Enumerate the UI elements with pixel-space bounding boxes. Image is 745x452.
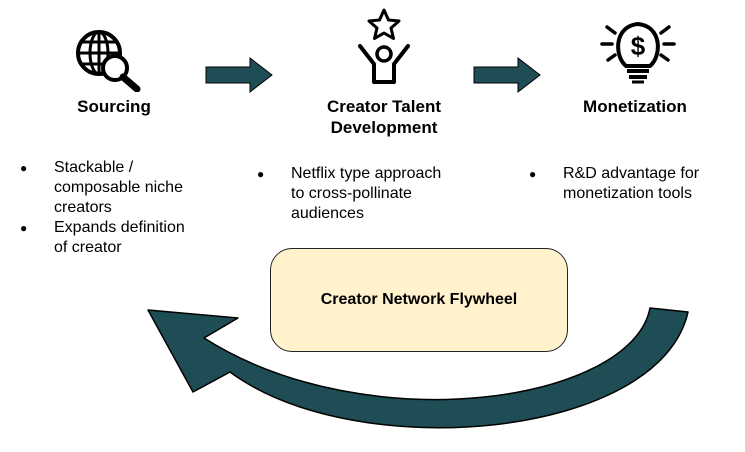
star-person-icon: [358, 8, 410, 84]
stage-title-monetization: Monetization: [583, 97, 687, 116]
arrow-right-icon: [473, 56, 541, 94]
bullet-list-monetization: R&D advantage for monetization tools: [529, 164, 739, 204]
svg-text:$: $: [631, 31, 646, 61]
arrow-right-icon: [205, 56, 273, 94]
list-item: R&D advantage for monetization tools: [529, 164, 739, 204]
bullet-list-sourcing: Stackable / composable niche creators Ex…: [20, 158, 240, 258]
stage-title-sourcing: Sourcing: [77, 97, 151, 116]
dollar-lightbulb-icon: $: [600, 22, 676, 84]
list-item: Expands definition of creator: [20, 218, 240, 258]
flywheel-label: Creator Network Flywheel: [320, 291, 518, 308]
bullet-list-creator-talent: Netflix type approach to cross-pollinate…: [257, 164, 487, 224]
flywheel-box: Creator Network Flywheel: [270, 248, 568, 352]
stage-title-creator-talent-development: Creator Talent Development: [327, 97, 441, 137]
globe-search-icon: [76, 30, 141, 92]
list-item: Netflix type approach to cross-pollinate…: [257, 164, 487, 224]
list-item: Stackable / composable niche creators: [20, 158, 240, 218]
